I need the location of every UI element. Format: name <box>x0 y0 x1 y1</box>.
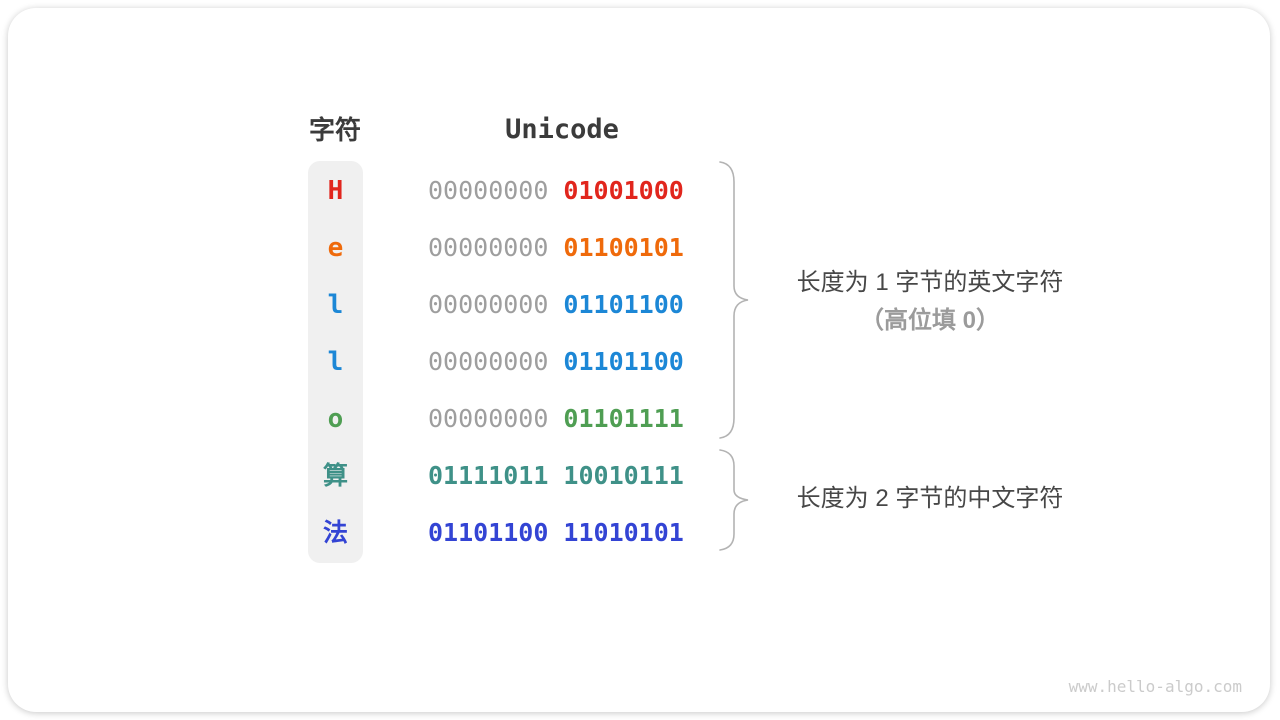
high-byte: 00000000 <box>428 176 549 205</box>
char-column-background <box>308 161 363 563</box>
char-label: e <box>327 233 344 263</box>
char-cell-fa: 法 <box>308 513 363 553</box>
unicode-column-header: Unicode <box>505 114 619 145</box>
char-label: 法 <box>322 519 348 547</box>
high-byte: 00000000 <box>428 290 549 319</box>
watermark-url: www.hello-algo.com <box>1068 677 1242 696</box>
low-byte: 01101100 <box>563 290 684 319</box>
char-cell-H: H <box>308 171 363 211</box>
unicode-bits-H: 00000000 01001000 <box>428 171 728 211</box>
unicode-bits-fa: 01101100 11010101 <box>428 513 728 553</box>
char-cell-o: o <box>308 399 363 439</box>
ascii-group-annotation: 长度为 1 字节的英文字符 （高位填 0） <box>740 264 1120 340</box>
ascii-annotation-line1: 长度为 1 字节的英文字符 <box>796 269 1064 296</box>
chinese-group-brace-icon <box>719 449 749 551</box>
high-byte: 01101100 <box>428 518 549 547</box>
unicode-bits-l2: 00000000 01101100 <box>428 342 728 382</box>
unicode-bits-suan: 01111011 10010111 <box>428 456 728 496</box>
char-label: 算 <box>322 462 348 490</box>
high-byte: 00000000 <box>428 347 549 376</box>
char-cell-l1: l <box>308 285 363 325</box>
ascii-annotation-line2: （高位填 0） <box>859 307 1000 334</box>
char-cell-e: e <box>308 228 363 268</box>
char-cell-l2: l <box>308 342 363 382</box>
low-byte: 01001000 <box>563 176 684 205</box>
char-label: l <box>327 290 344 320</box>
high-byte: 00000000 <box>428 233 549 262</box>
char-cell-suan: 算 <box>308 456 363 496</box>
low-byte: 01101111 <box>563 404 684 433</box>
char-column-header: 字符 <box>308 115 361 145</box>
low-byte: 01100101 <box>563 233 684 262</box>
chinese-annotation-line: 长度为 2 字节的中文字符 <box>796 485 1064 512</box>
char-label: o <box>327 404 344 434</box>
unicode-bits-e: 00000000 01100101 <box>428 228 728 268</box>
ascii-group-brace-icon <box>719 161 749 439</box>
low-byte: 01101100 <box>563 347 684 376</box>
low-byte: 11010101 <box>563 518 684 547</box>
unicode-bits-l1: 00000000 01101100 <box>428 285 728 325</box>
char-label: H <box>327 176 344 206</box>
high-byte: 00000000 <box>428 404 549 433</box>
char-label: l <box>327 347 344 377</box>
low-byte: 10010111 <box>563 461 684 490</box>
unicode-bits-o: 00000000 01101111 <box>428 399 728 439</box>
diagram-card <box>8 8 1270 712</box>
high-byte: 01111011 <box>428 461 549 490</box>
chinese-group-annotation: 长度为 2 字节的中文字符 <box>740 480 1120 518</box>
